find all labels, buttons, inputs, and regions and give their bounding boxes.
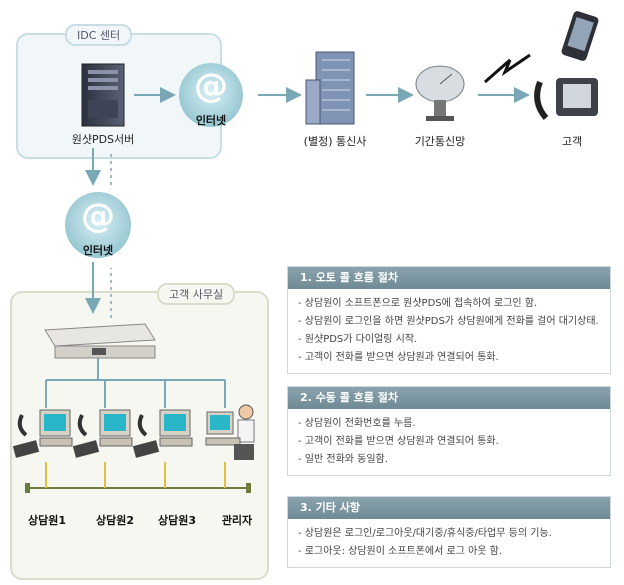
panel-item: 로그아웃: 상담원이 소프트폰에서 로그 아웃 함. xyxy=(298,543,600,561)
satellite-dish-icon xyxy=(415,65,465,121)
desk-phone-icon xyxy=(534,78,598,120)
panel-item: 상담원이 전화번호를 누름. xyxy=(298,415,600,433)
panel-item: 고객이 전화를 받으면 상담원과 연결되어 통화. xyxy=(298,433,600,451)
manager-workstation-icon xyxy=(205,404,255,460)
backbone-label: 기간통신망 xyxy=(414,135,466,148)
internet-globe-icon xyxy=(65,192,131,258)
panel-item: 일반 전화와 동일함. xyxy=(298,451,600,469)
panel-title: 2. 수동 콜 흐름 절차 xyxy=(288,387,610,409)
server-label: 원샷PDS서버 xyxy=(71,133,135,146)
customer-label: 고객 xyxy=(561,135,583,148)
agent-label: 상담원2 xyxy=(95,514,134,527)
agent-workstation-icon xyxy=(72,409,133,458)
panel-item: 상담원이 로그인을 하면 원샷PDS가 상담원에게 전화를 걸어 대기상태. xyxy=(298,313,600,331)
internet-globe-icon xyxy=(179,63,243,127)
carrier-label: (별정) 통신사 xyxy=(303,135,367,148)
lan-terminator xyxy=(25,483,30,493)
mobile-phone-icon xyxy=(561,11,599,61)
pds-server-icon xyxy=(81,63,125,127)
panel-title: 1. 오토 콜 흐름 절차 xyxy=(288,267,610,289)
lan-terminator xyxy=(246,483,251,493)
gateway-device-icon xyxy=(44,323,156,359)
internet-at-symbol: @ xyxy=(194,66,228,106)
building-icon xyxy=(305,51,355,125)
auto-call-panel: 1. 오토 콜 흐름 절차 상담원이 소프트폰으로 원샷PDS에 접속하여 로그… xyxy=(287,266,611,374)
manager-label: 관리자 xyxy=(221,514,253,527)
panel-item: 원샷PDS가 다이얼링 시작. xyxy=(298,331,600,349)
idc-center-title: IDC 센터 xyxy=(65,24,133,46)
internet-label: 인터넷 xyxy=(195,114,227,127)
agent-workstation-icon xyxy=(12,409,73,458)
panel-item: 상담원이 소프트폰으로 원샷PDS에 접속하여 로그인 함. xyxy=(298,295,600,313)
internet-label: 인터넷 xyxy=(82,244,114,257)
customer-office-title: 고객 사무실 xyxy=(157,283,236,305)
manual-call-panel: 2. 수동 콜 흐름 절차 상담원이 전화번호를 누름. 고객이 전화를 받으면… xyxy=(287,386,611,476)
agent-workstation-icon xyxy=(132,409,193,458)
wireless-signal-icon xyxy=(484,53,531,84)
agent-label: 상담원1 xyxy=(27,514,66,527)
internet-at-symbol: @ xyxy=(81,196,115,236)
agent-label: 상담원3 xyxy=(157,514,196,527)
panel-item: 상담원은 로그인/로그아웃/대기중/휴식중/타업무 등의 기능. xyxy=(298,525,600,543)
panel-item: 고객이 전화를 받으면 상담원과 연결되어 통화. xyxy=(298,349,600,367)
etc-panel: 3. 기타 사항 상담원은 로그인/로그아웃/대기중/휴식중/타업무 등의 기능… xyxy=(287,496,611,568)
panel-title: 3. 기타 사항 xyxy=(288,497,610,519)
